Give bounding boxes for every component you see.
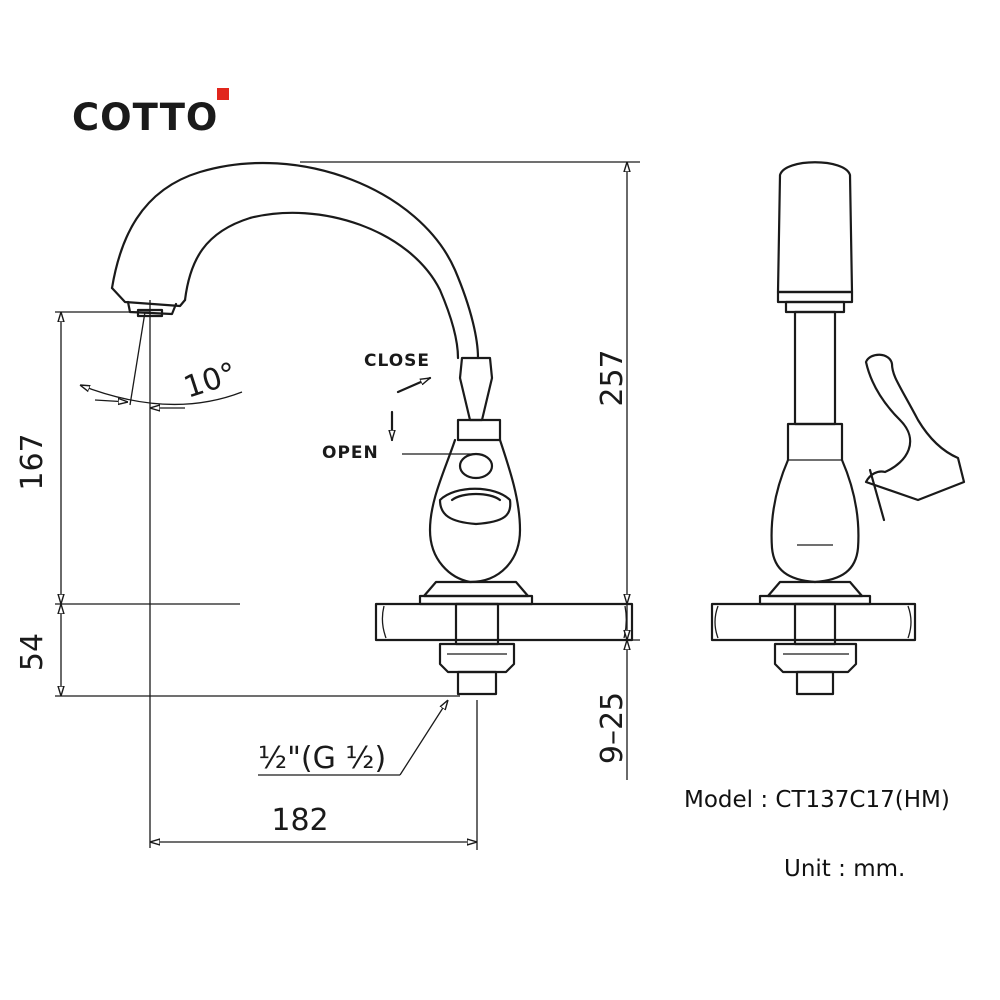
- spout-inner: [183, 211, 460, 360]
- faucet-base: [422, 580, 530, 598]
- unit-label: Unit : mm.: [784, 856, 906, 882]
- spout-outer: [110, 161, 480, 360]
- spout-tip: [110, 286, 187, 308]
- dim-spout-height: 167: [15, 433, 50, 490]
- dim-thread-size: ½"(G ½): [258, 741, 386, 776]
- counter-front: [710, 602, 917, 642]
- dim-height-total: 257: [595, 349, 630, 406]
- swivel-arc: [80, 385, 243, 406]
- handle-front: [864, 353, 966, 502]
- lock-nut: [438, 642, 516, 674]
- open-label: OPEN: [322, 443, 379, 463]
- dim-base-thickness: 54: [15, 633, 50, 671]
- shank: [454, 602, 500, 646]
- brand-logo: COTTO: [72, 88, 229, 140]
- close-label: CLOSE: [364, 351, 430, 371]
- handle-lever: [458, 356, 494, 422]
- close-arrow: [396, 376, 430, 394]
- spout-front: [776, 161, 854, 294]
- stem-front: [793, 310, 837, 426]
- dimension-lines: [55, 161, 640, 850]
- dim-spout-reach: 182: [271, 803, 328, 838]
- model-label: Model : CT137C17(HM): [684, 787, 950, 813]
- counter-deck: [374, 602, 634, 642]
- side-view: [80, 161, 634, 848]
- front-view: [710, 161, 966, 696]
- brand-square-icon: [217, 88, 229, 100]
- dim-thread-length: 9–25: [595, 692, 630, 764]
- body-front: [770, 422, 860, 584]
- dim-swivel-angle: 10°: [180, 356, 241, 406]
- brand-name: COTTO: [72, 96, 219, 139]
